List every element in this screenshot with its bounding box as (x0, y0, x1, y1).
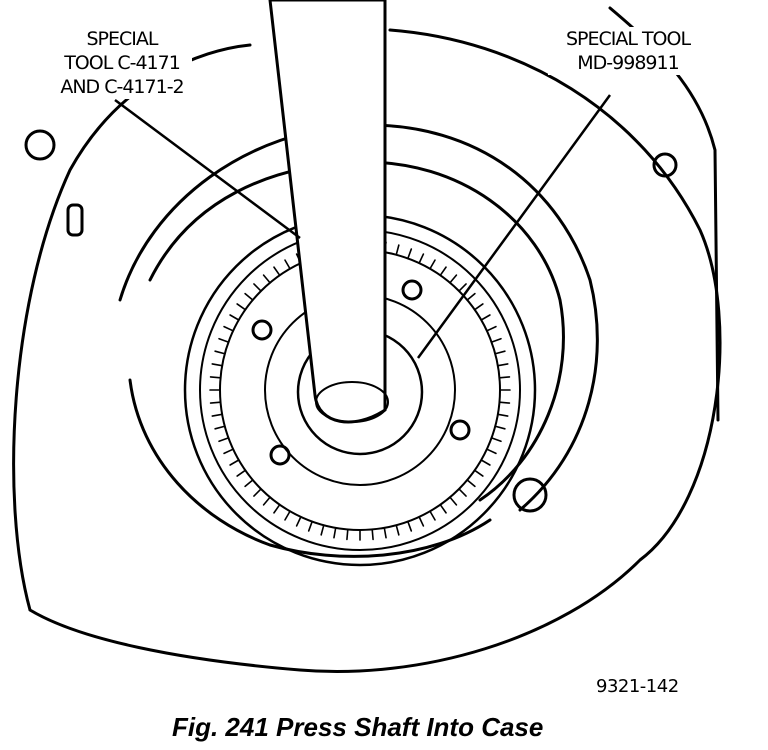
gear-tooth (395, 244, 400, 256)
gear-tooth (214, 425, 226, 430)
callout-line: MD-998911 (577, 52, 679, 74)
gear-tooth (284, 510, 291, 521)
gear-tooth (473, 303, 484, 311)
gear-tooth (480, 314, 491, 321)
gear-tooth (497, 363, 509, 367)
gear-tooth (449, 274, 458, 284)
gear-tooth (262, 496, 271, 506)
gear-tooth (395, 524, 400, 536)
gear-tooth (486, 448, 497, 455)
gear-tooth (383, 527, 387, 539)
gear-tooth (466, 479, 476, 488)
gear-tooth (218, 437, 230, 443)
gear-tooth (209, 376, 222, 379)
gear-tooth (497, 413, 509, 417)
carrier-hole (251, 319, 273, 341)
figure-caption: Fig. 241 Press Shaft Into Case (172, 712, 544, 742)
gear-tooth (253, 283, 262, 292)
case-lug (66, 203, 84, 237)
gear-tooth (223, 448, 234, 455)
gear-tooth (407, 520, 413, 532)
gear-tooth (480, 459, 491, 466)
gear-tooth (466, 292, 476, 301)
gear-tooth (253, 488, 262, 497)
gear-tooth (307, 520, 313, 532)
gear-tooth (449, 496, 458, 506)
gear-tooth (211, 413, 223, 417)
gear-tooth (407, 248, 413, 260)
carrier-hole (449, 419, 471, 441)
gear-tooth (371, 528, 374, 541)
case-bolt-hole (512, 477, 548, 513)
gear-tooth (498, 376, 511, 379)
gear-tooth (418, 516, 425, 527)
gear-tooth (346, 528, 349, 541)
gear-tooth (418, 253, 425, 264)
clutch-drum (148, 160, 565, 502)
gear-tooth (429, 259, 436, 270)
gear-tooth (244, 292, 254, 301)
carrier-hole (269, 444, 291, 466)
gear-tooth (236, 303, 247, 311)
gear-tooth (439, 503, 447, 514)
gear-tooth (473, 469, 484, 477)
clutch-outer (118, 123, 599, 512)
gear-tooth (218, 337, 230, 343)
callout-line: AND C-4171-2 (60, 76, 184, 98)
gear-tooth (273, 503, 281, 514)
carrier-hole (401, 279, 423, 301)
gear-tooth (284, 259, 291, 270)
gear-tooth (229, 459, 240, 466)
callout-line: SPECIAL TOOL (565, 28, 691, 50)
case-flange (608, 6, 720, 422)
case-bolt-hole (24, 129, 56, 161)
gear-tooth (273, 266, 281, 277)
leader-lines (114, 94, 612, 359)
gear-tooth (486, 325, 497, 332)
gear-tooth (244, 479, 254, 488)
callout-special-tool-c4171: SPECIAL TOOL C-4171 AND C-4171-2 (52, 27, 192, 99)
gear-tooth (236, 469, 247, 477)
gear-tooth (214, 350, 226, 355)
gear-tooth (490, 337, 502, 343)
gear-tooth (494, 425, 506, 430)
gear-tooth (229, 314, 240, 321)
gear-tooth (429, 510, 436, 521)
gear-tooth (498, 401, 511, 404)
case-bolt-hole (652, 152, 678, 178)
gear-tooth (223, 325, 234, 332)
gear-tooth (490, 437, 502, 443)
gear-tooth (494, 350, 506, 355)
callout-special-tool-md998911: SPECIAL TOOL MD-998911 (548, 27, 708, 75)
gear-tooth (333, 527, 337, 539)
gear-tooth (458, 283, 467, 292)
leader-line-tool-md998911 (416, 94, 612, 359)
figure-code: 9321-142 (596, 676, 679, 697)
press-shaft (268, 0, 389, 424)
gear-tooth (320, 524, 325, 536)
gear-tooth (295, 516, 302, 527)
callout-line: TOOL C-4171 (64, 52, 181, 74)
gear-tooth (458, 488, 467, 497)
gear-tooth (209, 401, 222, 404)
gear-tooth (439, 266, 447, 277)
callout-line: SPECIAL (86, 28, 159, 50)
gear-tooth (211, 363, 223, 367)
gear-tooth (262, 274, 271, 284)
leader-line-tool-c4171 (114, 98, 301, 240)
